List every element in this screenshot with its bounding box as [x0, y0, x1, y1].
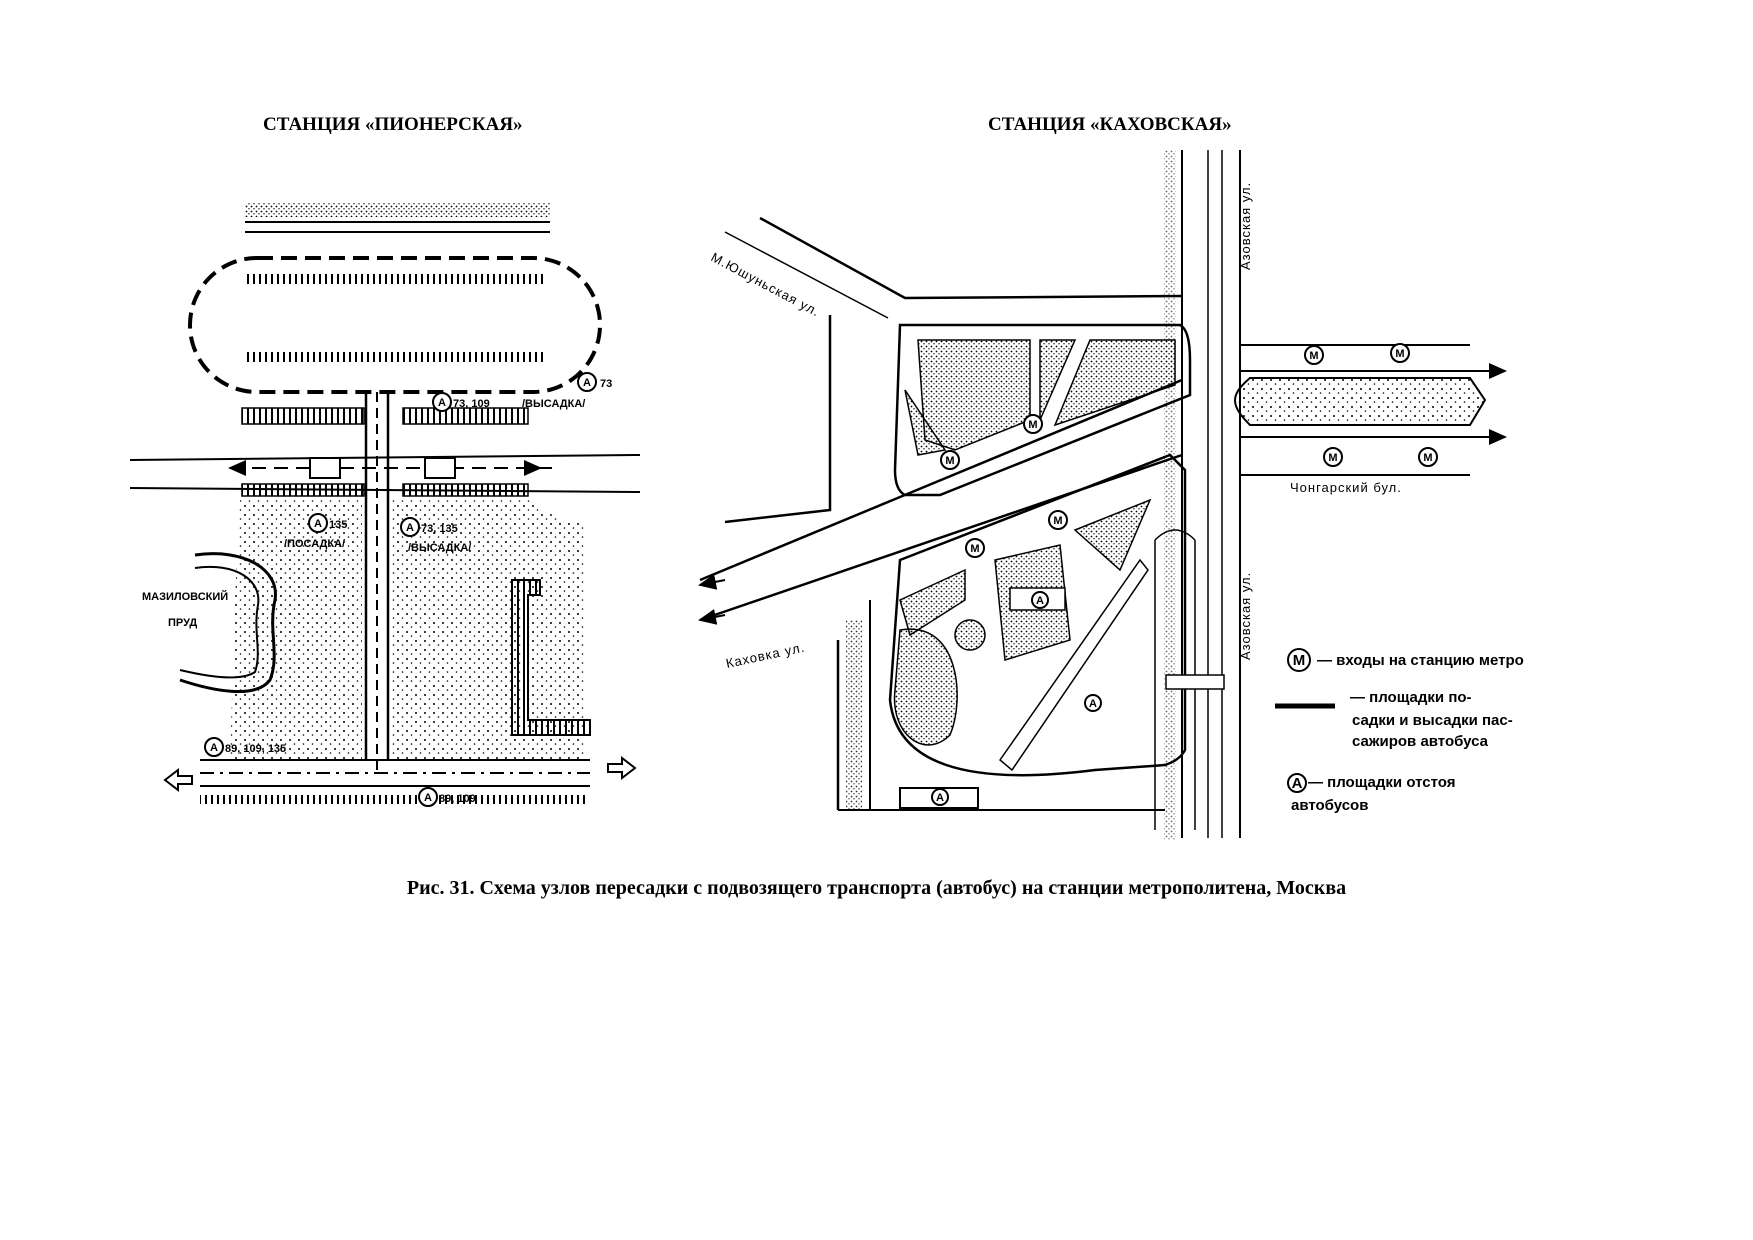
bus-stop-icon: А — [406, 522, 414, 534]
bus-layover-icon: А — [936, 792, 944, 804]
dropoff-label-mid: /ВЫСАДКА/ — [408, 542, 471, 554]
metro-entrance-icon: М — [1395, 348, 1404, 360]
street-label-yushun: М.Юшуньская ул. — [709, 249, 823, 319]
legend-layover-line1: — площадки отстоя — [1308, 774, 1455, 791]
station-title-kakhovskaya: СТАНЦИЯ «КАХОВСКАЯ» — [988, 114, 1232, 135]
bus-layover-icon: А — [1292, 775, 1303, 792]
metro-entrance-icon: М — [1309, 350, 1318, 362]
route-label-73-135: 73, 135 — [421, 523, 458, 535]
route-label-89-109-135: 89, 109, 135 — [225, 743, 286, 755]
bus-stop-icon: А — [210, 742, 218, 754]
route-label-135: 135 — [329, 519, 347, 531]
metro-entrance-icon: М — [945, 455, 954, 467]
bus-stop-icon: А — [424, 792, 432, 804]
legend-layover-line2: автобусов — [1291, 797, 1368, 814]
route-label-73-109: 73, 109 — [453, 398, 490, 410]
street-label-azov-bottom: Азовская ул. — [1238, 572, 1253, 660]
bus-layover-icon: А — [1089, 698, 1097, 710]
figure-caption: Рис. 31. Схема узлов пересадки с подвозя… — [406, 877, 1347, 899]
metro-entrance-icon: М — [970, 543, 979, 555]
bus-stop-icon: А — [438, 397, 446, 409]
route-label-89-109: 89, 109 — [439, 793, 476, 805]
scheme-pionerskaya: А 73 А 73, 109 /ВЫСАДКА/ А 135 /ПОСАДКА/… — [129, 203, 641, 807]
street-label-azov-top: Азовская ул. — [1238, 182, 1253, 270]
bus-stop-icon: А — [314, 518, 322, 530]
legend-platforms-line3: сажиров автобуса — [1352, 733, 1489, 750]
route-label-73: 73 — [600, 378, 612, 390]
metro-entrance-icon: М — [1053, 515, 1062, 527]
legend-platforms-line2: садки и высадки пас- — [1352, 712, 1513, 729]
dropoff-label-top: /ВЫСАДКА/ — [522, 398, 585, 410]
metro-entrance-icon: М — [1328, 452, 1337, 464]
bus-stop-icon: А — [583, 377, 591, 389]
legend-platforms-line1: — площадки по- — [1350, 689, 1472, 706]
pond-label-line2: ПРУД — [168, 617, 197, 629]
metro-entrance-icon: М — [1423, 452, 1432, 464]
bus-layover-icon: А — [1036, 595, 1044, 607]
street-label-kakhovka: Каховка ул. — [725, 640, 807, 671]
boarding-label: /ПОСАДКА/ — [284, 538, 345, 550]
metro-entrance-icon: М — [1028, 419, 1037, 431]
legend: М — входы на станцию метро — площадки по… — [1275, 648, 1524, 814]
street-label-chongar: Чонгарский бул. — [1290, 480, 1402, 495]
station-title-pionerskaya: СТАНЦИЯ «ПИОНЕРСКАЯ» — [263, 114, 523, 135]
pond-label-line1: МАЗИЛОВСКИЙ — [142, 590, 228, 603]
metro-entrance-icon: М — [1293, 652, 1306, 669]
legend-metro-entrances: — входы на станцию метро — [1317, 652, 1524, 669]
